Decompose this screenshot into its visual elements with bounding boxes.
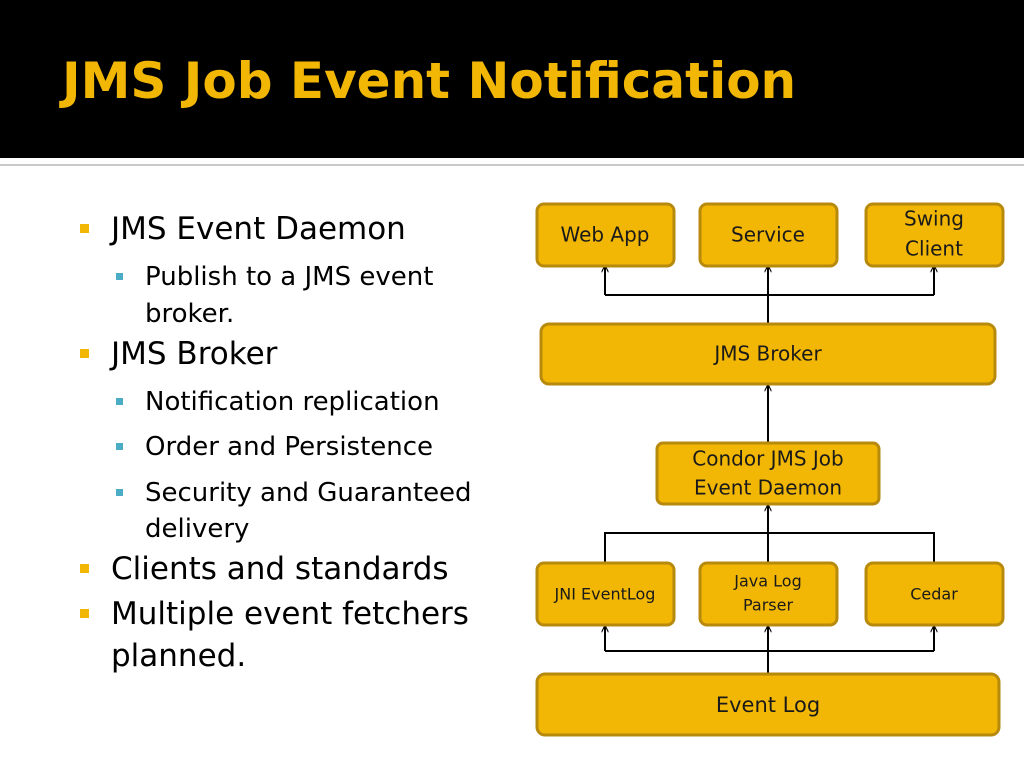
sub-bullet-square-icon [116, 443, 123, 450]
node-jms-broker: JMS Broker [539, 322, 997, 386]
node-jni-eventlog: JNI EventLog [535, 561, 676, 627]
bullet-square-icon [80, 609, 89, 618]
node-label: JMS Broker [712, 342, 822, 366]
node-label: Swing [904, 207, 964, 231]
node-web-app: Web App [535, 202, 676, 268]
node-java-log-parser: Java Log Parser [698, 561, 839, 627]
sub-bullet-item: Security and Guaranteed [145, 478, 472, 508]
sub-bullet-square-icon [116, 273, 123, 280]
bullet-square-icon [80, 564, 89, 573]
node-label: Cedar [910, 585, 958, 604]
sub-bullet-continuation: broker. [145, 299, 235, 329]
bullet-item: JMS Broker [111, 336, 278, 372]
bullet-continuation: planned. [111, 638, 247, 674]
bullet-square-icon [80, 349, 89, 358]
node-label: Parser [743, 596, 793, 615]
slide-title: JMS Job Event Notification [62, 52, 797, 110]
node-label: Event Daemon [694, 476, 842, 500]
node-service: Service [698, 202, 839, 268]
node-cedar: Cedar [864, 561, 1005, 627]
node-label: Event Log [716, 693, 820, 717]
sub-bullet-item: Publish to a JMS event [145, 262, 434, 292]
node-label: JNI EventLog [554, 585, 656, 604]
node-label: Java Log [733, 572, 801, 591]
title-bar: JMS Job Event Notification [0, 0, 1024, 158]
node-label: Web App [560, 223, 649, 247]
node-label: Client [905, 237, 963, 261]
sub-bullet-square-icon [116, 489, 123, 496]
bullet-square-icon [80, 224, 89, 233]
node-swing-client: Swing Client [864, 202, 1005, 268]
title-divider [0, 164, 1024, 166]
node-label: Condor JMS Job [692, 447, 843, 471]
sub-bullet-continuation: delivery [145, 514, 250, 544]
bullet-item: Multiple event fetchers [111, 596, 469, 632]
sub-bullet-item: Order and Persistence [145, 432, 434, 462]
node-condor-daemon: Condor JMS Job Event Daemon [655, 441, 881, 506]
sub-bullet-item: Notification replication [145, 387, 440, 417]
bullet-item: JMS Event Daemon [111, 211, 406, 247]
node-label: Service [731, 223, 805, 247]
bullet-item: Clients and standards [111, 551, 449, 587]
edge-fetcher-bus [604, 532, 935, 562]
node-event-log: Event Log [535, 672, 1001, 737]
sub-bullet-square-icon [116, 398, 123, 405]
